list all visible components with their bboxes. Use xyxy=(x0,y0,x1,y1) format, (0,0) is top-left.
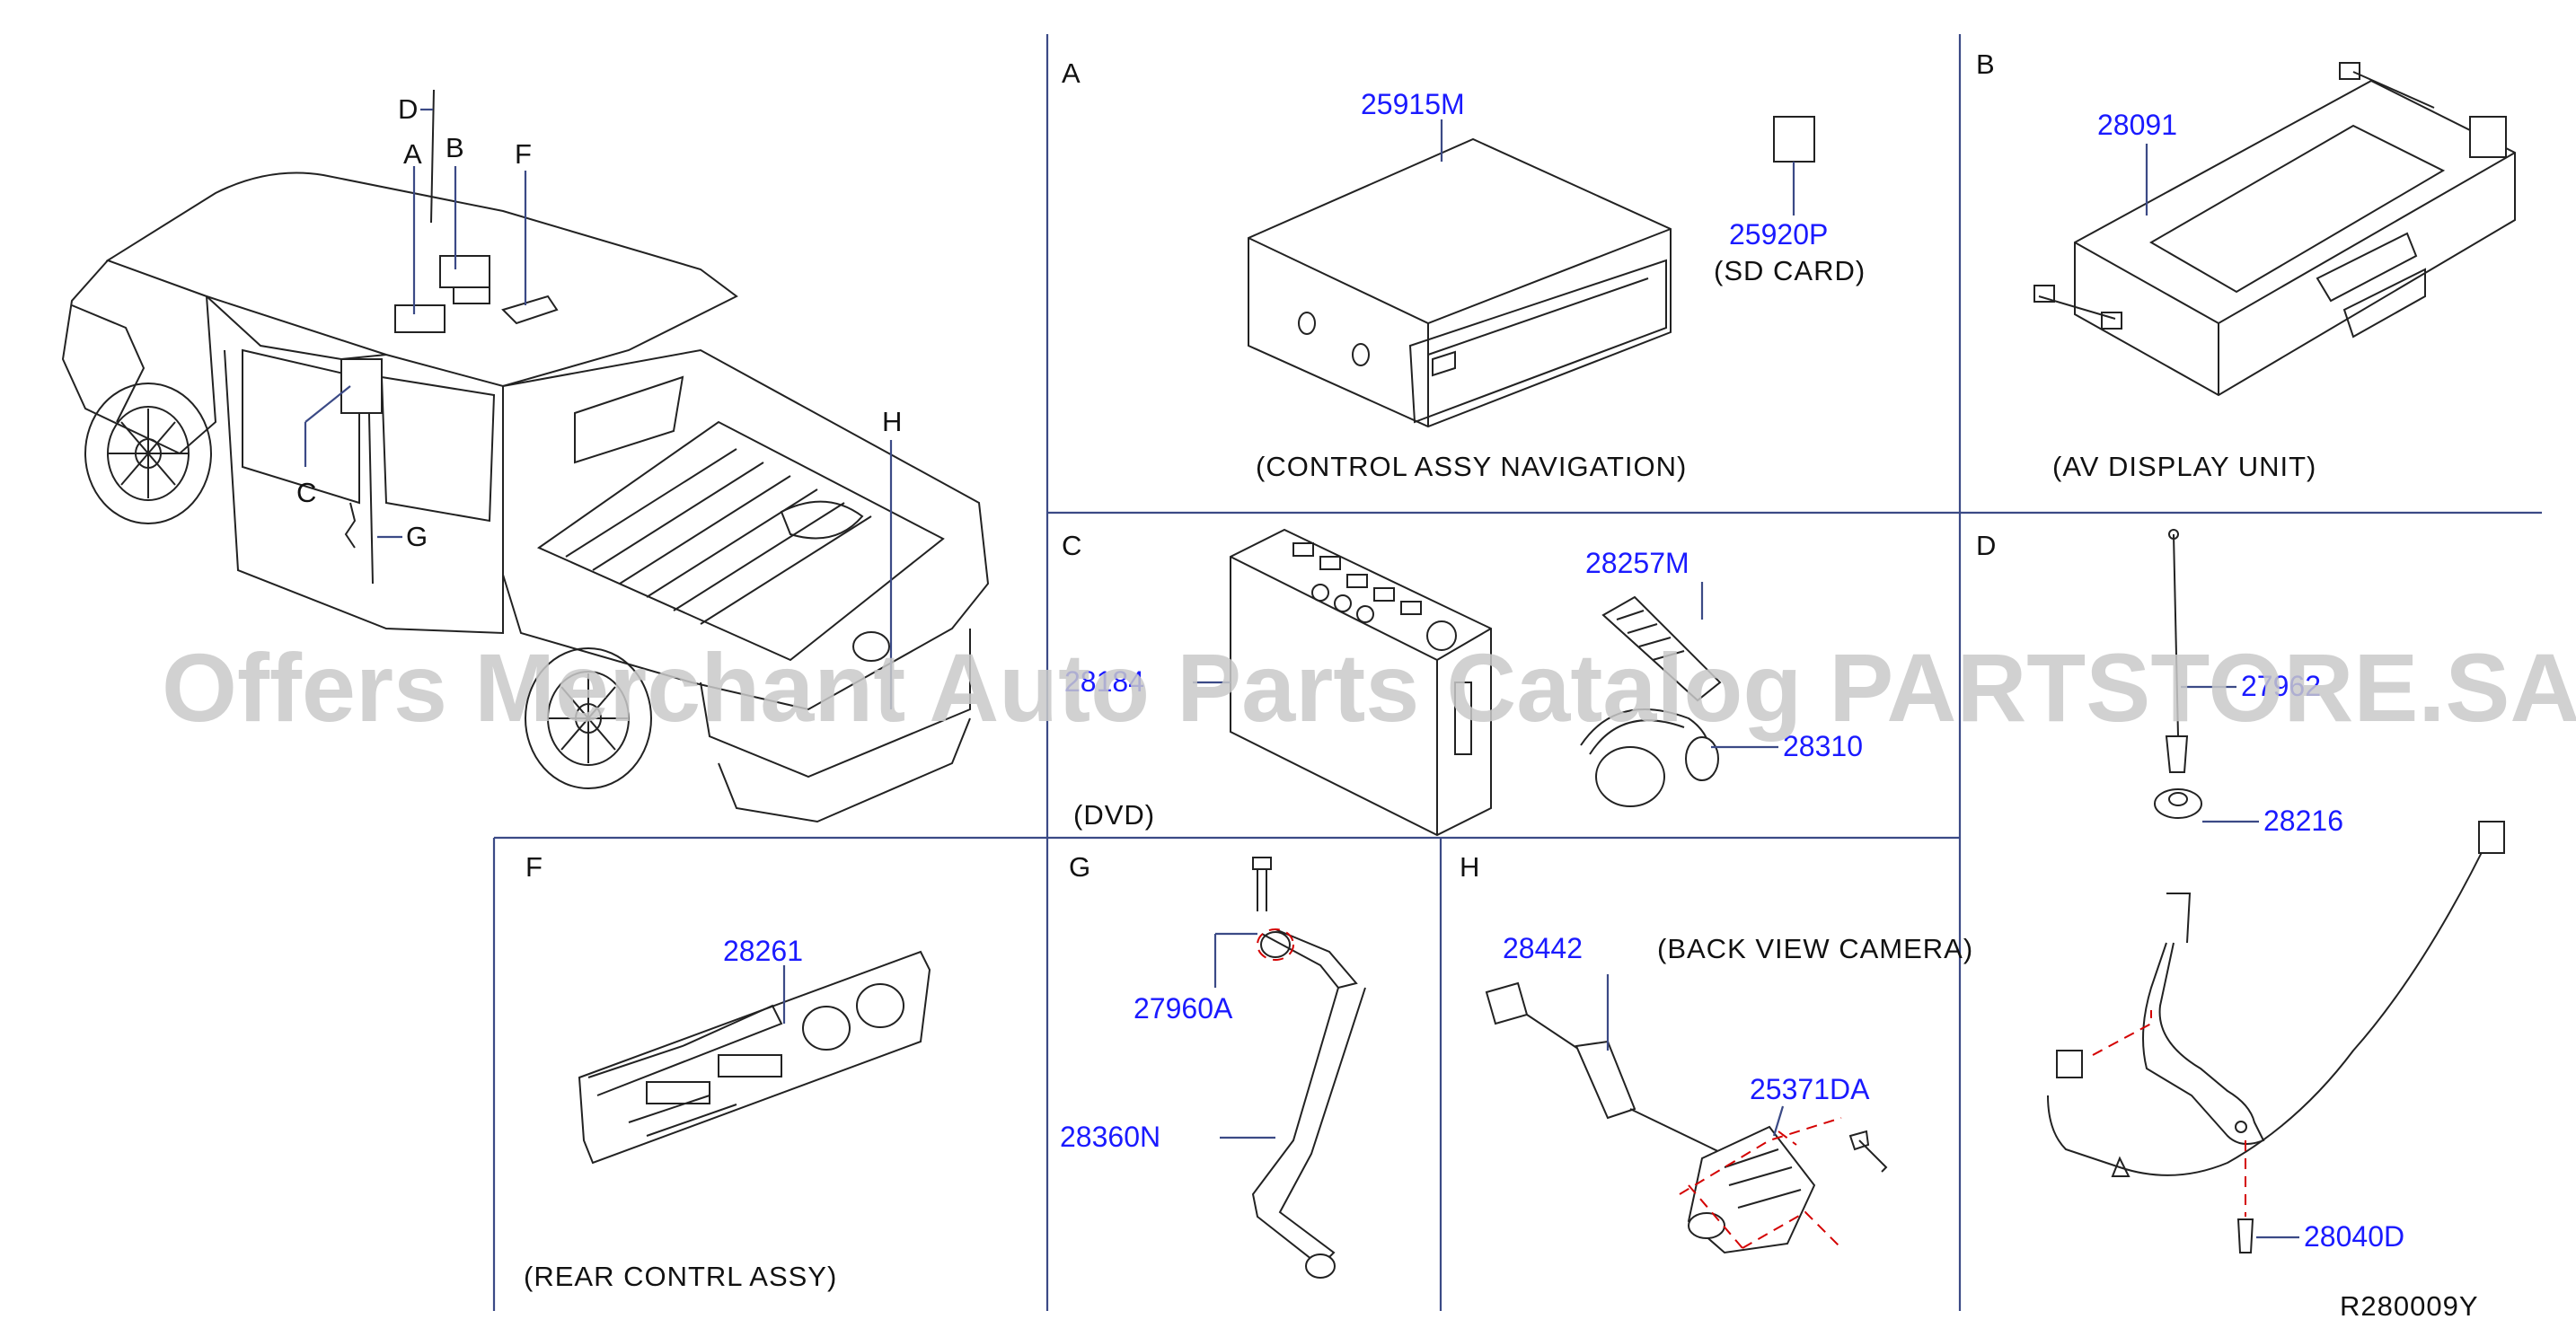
section-c-letter: C xyxy=(1062,530,1081,561)
section-b-caption: (AV DISPLAY UNIT) xyxy=(2052,451,2316,482)
remote-drawing xyxy=(1601,595,1722,702)
sd-card-drawing xyxy=(1773,116,1815,163)
section-h-letter: H xyxy=(1460,851,1479,883)
section-a: A 25915M 25920P (SD CARD) (CONTROL ASSY … xyxy=(1062,57,1866,482)
section-c: C xyxy=(1062,528,1863,837)
label-g: G xyxy=(406,521,428,552)
section-c-leaders xyxy=(1193,582,1778,749)
section-d-letter: D xyxy=(1976,530,1996,561)
part-25915m[interactable]: 25915M xyxy=(1361,88,1465,120)
bolt-hole-mark xyxy=(1257,928,1294,961)
section-b: B 28091 (AV DISPLAY UNIT) xyxy=(1976,48,2516,482)
section-g-leaders xyxy=(1213,932,1275,1139)
overview-leaders xyxy=(304,108,893,709)
dvd-player-drawing xyxy=(1230,528,1492,837)
section-a-leaders xyxy=(1440,119,1795,216)
truck-overview: D A B F C G H xyxy=(61,89,990,823)
part-28310[interactable]: 28310 xyxy=(1783,730,1863,762)
part-28091[interactable]: 28091 xyxy=(2097,109,2177,141)
section-d-leaders xyxy=(2181,685,2299,1239)
section-f-caption: (REAR CONTRL ASSY) xyxy=(524,1261,837,1292)
watermark: Offers Merchant Auto Parts Catalog PARTS… xyxy=(162,633,2576,742)
rear-control-drawing xyxy=(578,950,931,1165)
section-f-letter: F xyxy=(525,851,543,883)
section-a-caption: (CONTROL ASSY NAVIGATION) xyxy=(1256,451,1687,482)
back-camera-drawing xyxy=(1485,981,1888,1254)
label-f: F xyxy=(515,138,533,170)
section-g-letter: G xyxy=(1069,851,1090,883)
part-28184[interactable]: 28184 xyxy=(1064,665,1144,698)
label-d: D xyxy=(398,93,419,125)
section-a-letter: A xyxy=(1062,57,1081,89)
section-c-caption: (DVD) xyxy=(1073,799,1155,831)
part-28257m[interactable]: 28257M xyxy=(1585,547,1689,579)
headphones-drawing xyxy=(1580,708,1719,807)
section-f: F 28261 (REAR CONTRL ASSY) xyxy=(524,851,931,1292)
part-28216[interactable]: 28216 xyxy=(2263,805,2343,837)
part-28261[interactable]: 28261 xyxy=(723,935,803,967)
part-27962[interactable]: 27962 xyxy=(2241,670,2321,702)
camera-dash-lines xyxy=(1679,1117,1842,1249)
section-b-letter: B xyxy=(1976,48,1995,80)
section-d: D 27962 28216 28040D xyxy=(1976,529,2505,1253)
part-28360n[interactable]: 28360N xyxy=(1060,1121,1160,1153)
section-h: H 28442 25371DA (BACK VIEW CAMERA) xyxy=(1460,851,1973,1254)
section-h-caption: (BACK VIEW CAMERA) xyxy=(1657,933,1973,964)
camera-caption-text: (BACK VIEW CAMERA) xyxy=(1657,933,1973,964)
part-28442[interactable]: 28442 xyxy=(1503,932,1583,964)
antenna-drawing xyxy=(2047,529,2505,1253)
av-display-drawing xyxy=(2033,62,2516,397)
label-a: A xyxy=(403,138,423,170)
section-h-leaders xyxy=(1606,974,1785,1137)
label-b: B xyxy=(446,132,465,163)
part-25371da[interactable]: 25371DA xyxy=(1750,1073,1870,1105)
antenna-dash-lines xyxy=(2092,1010,2246,1217)
section-g: G 27960A 28360N xyxy=(1060,851,1366,1279)
part-27960a[interactable]: 27960A xyxy=(1134,992,1233,1025)
label-h: H xyxy=(882,406,903,437)
truck-illustration xyxy=(61,89,990,823)
sd-card-caption: (SD CARD) xyxy=(1714,255,1866,286)
panel-grid xyxy=(492,34,2542,1311)
part-25920p[interactable]: 25920P xyxy=(1729,218,1828,251)
ground-strap-drawing xyxy=(1251,857,1366,1279)
label-c: C xyxy=(296,477,317,508)
part-28040d[interactable]: 28040D xyxy=(2304,1220,2404,1253)
nav-unit-drawing xyxy=(1248,137,1672,428)
drawing-code: R280009Y xyxy=(2340,1290,2479,1322)
